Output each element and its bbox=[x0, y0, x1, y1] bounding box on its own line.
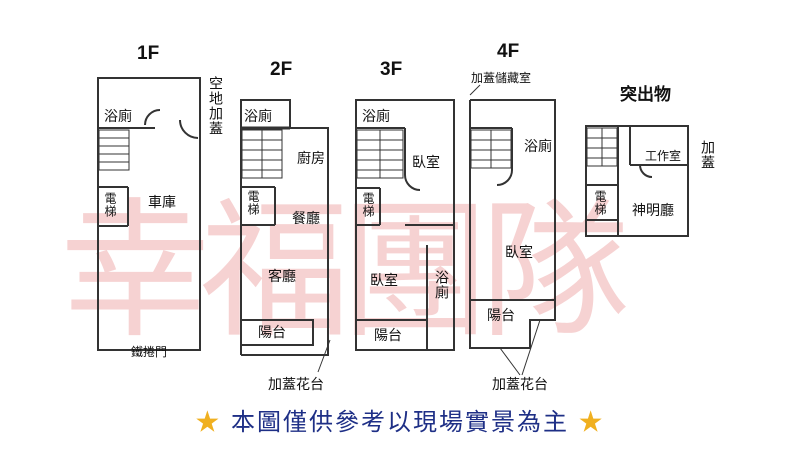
room-2f-balcony: 陽台 bbox=[258, 325, 286, 341]
disclaimer-footer: ★ 本圖僅供參考以現場實景為主 ★ bbox=[0, 402, 800, 437]
room-4f-storage: 加蓋儲藏室 bbox=[471, 71, 532, 85]
room-2f-living: 客廳 bbox=[268, 269, 296, 285]
floor-title-3f: 3F bbox=[380, 59, 403, 80]
room-2f-kitchen: 廚房 bbox=[297, 151, 325, 167]
watermark-text: 幸福團隊 bbox=[60, 185, 630, 359]
room-2f-elevator: 電梯 bbox=[246, 190, 260, 216]
star-icon: ★ bbox=[578, 408, 605, 436]
room-3f-bath1: 浴廁 bbox=[362, 109, 390, 125]
floor-title-roof: 突出物 bbox=[620, 85, 671, 104]
room-2f-bath: 浴廁 bbox=[244, 109, 272, 125]
star-icon: ★ bbox=[195, 408, 222, 436]
room-4f-bath: 浴廁 bbox=[524, 139, 552, 155]
annotation-planter-2f: 加蓋花台 bbox=[268, 377, 324, 393]
room-roof-elevator: 電梯 bbox=[593, 190, 607, 216]
room-3f-bedroom2: 臥室 bbox=[370, 273, 398, 289]
room-4f-bedroom: 臥室 bbox=[505, 245, 533, 261]
disclaimer-text: 本圖僅供參考以現場實景為主 bbox=[231, 408, 569, 436]
room-roof-workroom: 工作室 bbox=[645, 149, 682, 163]
room-1f-door: 鐵捲門 bbox=[131, 345, 168, 359]
floor-title-4f: 4F bbox=[497, 41, 520, 62]
annotation-planter-4f: 加蓋花台 bbox=[492, 377, 548, 393]
room-3f-balcony: 陽台 bbox=[374, 328, 402, 344]
room-4f-balcony: 陽台 bbox=[487, 308, 515, 324]
room-3f-bath2: 浴廁 bbox=[433, 270, 449, 300]
note-1f-side: 空地加蓋 bbox=[207, 76, 223, 136]
room-roof-shrine: 神明廳 bbox=[632, 203, 674, 219]
note-roof-side: 加蓋 bbox=[699, 140, 715, 170]
room-1f-garage: 車庫 bbox=[148, 195, 176, 211]
floor-title-2f: 2F bbox=[270, 59, 293, 80]
room-1f-elevator: 電梯 bbox=[103, 192, 117, 218]
room-3f-elevator: 電梯 bbox=[361, 192, 375, 218]
room-3f-bedroom1: 臥室 bbox=[412, 155, 440, 171]
floor-title-1f: 1F bbox=[137, 43, 160, 64]
room-2f-dining: 餐廳 bbox=[292, 211, 320, 227]
room-1f-bath: 浴廁 bbox=[104, 109, 132, 125]
